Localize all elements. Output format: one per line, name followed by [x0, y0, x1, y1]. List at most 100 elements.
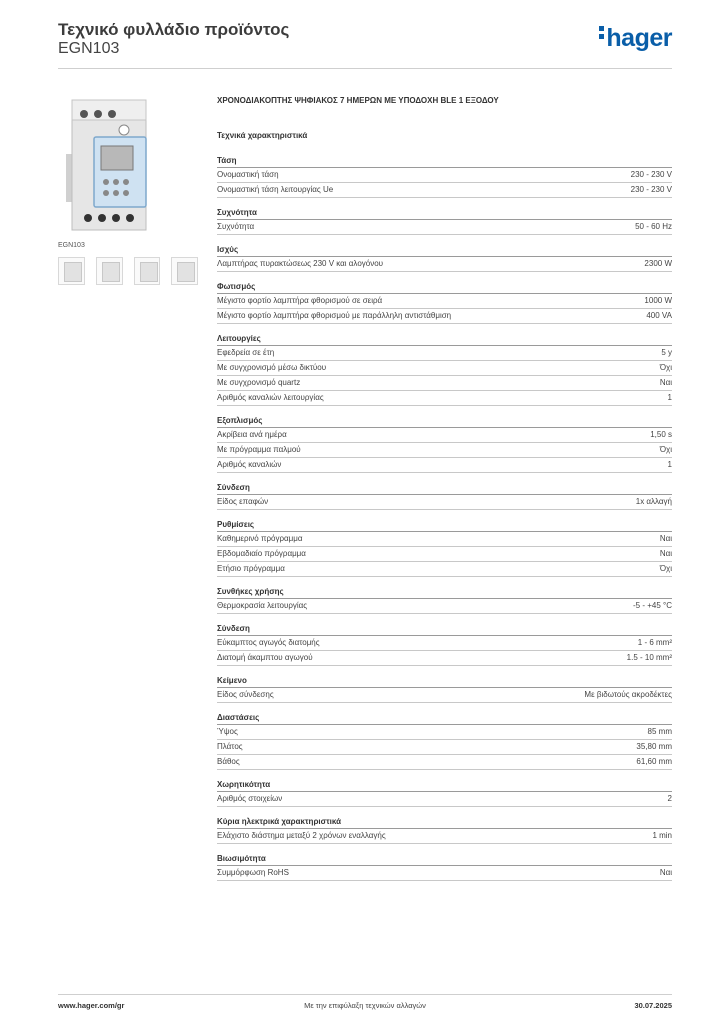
spec-label: Ακρίβεια ανά ημέρα	[217, 430, 287, 439]
spec-value: 35,80 mm	[636, 742, 672, 751]
spec-row: Συμμόρφωση RoHS Ναι	[217, 866, 672, 881]
logo-dots-icon	[599, 26, 605, 42]
footer-note: Με την επιφύλαξη τεχνικών αλλαγών	[304, 1001, 426, 1010]
spec-label: Πλάτος	[217, 742, 243, 751]
spec-label: Αριθμός καναλιών λειτουργίας	[217, 393, 324, 402]
thumbnail-side-alt[interactable]	[171, 257, 198, 285]
section-title: Ρυθμίσεις	[217, 518, 672, 532]
section-title: Βιωσιμότητα	[217, 852, 672, 866]
section-title: Κείμενο	[217, 674, 672, 688]
section-title: Σύνδεση	[217, 622, 672, 636]
spec-column: ΧΡΟΝΟΔΙΑΚΟΠΤΗΣ ΨΗΦΙΑΚΟΣ 7 ΗΜΕΡΩΝ ΜΕ ΥΠΟΔ…	[217, 96, 672, 889]
spec-value: Ναι	[659, 378, 672, 387]
thumbnail-side[interactable]	[133, 257, 161, 285]
section-title: Χωρητικότητα	[217, 778, 672, 792]
spec-label: Ονομαστική τάση λειτουργίας Ue	[217, 185, 334, 194]
section-title: Εξοπλισμός	[217, 414, 672, 428]
product-image-caption: EGN103	[58, 242, 85, 249]
section-title: Τάση	[217, 154, 672, 168]
spec-row: Ακρίβεια ανά ημέρα 1,50 s	[217, 428, 672, 443]
spec-value: 1x αλλαγή	[635, 497, 672, 506]
spec-row: Εβδομαδιαίο πρόγραμμα Ναι	[217, 547, 672, 562]
thumbnail-strip	[58, 257, 198, 285]
spec-row: Αριθμός καναλιών λειτουργίας 1	[217, 391, 672, 406]
product-image	[58, 92, 198, 234]
section-title: Ισχύς	[217, 243, 672, 257]
spec-value: -5 - +45 °C	[633, 601, 672, 610]
spec-row: Ονομαστική τάση 230 - 230 V	[217, 168, 672, 183]
spec-value: 1.5 - 10 mm²	[626, 653, 672, 662]
spec-label: Είδος επαφών	[217, 497, 269, 506]
spec-value: 230 - 230 V	[630, 185, 672, 194]
footer-date: 30.07.2025	[634, 1001, 672, 1010]
page-header: Τεχνικό φυλλάδιο προϊόντος EGN103 hager	[58, 20, 672, 69]
document-title: Τεχνικό φυλλάδιο προϊόντος	[58, 20, 290, 39]
spec-label: Εβδομαδιαίο πρόγραμμα	[217, 549, 306, 558]
hager-logo: hager	[599, 24, 672, 53]
spec-value: Όχι	[659, 363, 672, 372]
thumbnail-front-alt[interactable]	[95, 257, 123, 285]
spec-value: 1 min	[652, 831, 672, 840]
spec-label: Με πρόγραμμα παλμού	[217, 445, 301, 454]
specs-title: Τεχνικά χαρακτηριστικά	[217, 131, 308, 140]
spec-label: Με συγχρονισμό μέσω δικτύου	[217, 363, 327, 372]
spec-value: Όχι	[659, 445, 672, 454]
spec-label: Θερμοκρασία λειτουργίας	[217, 601, 308, 610]
spec-row: Μέγιστο φορτίο λαμπτήρα φθορισμού σε σει…	[217, 294, 672, 309]
spec-label: Ονομαστική τάση	[217, 170, 279, 179]
spec-value: 230 - 230 V	[630, 170, 672, 179]
spec-label: Καθημερινό πρόγραμμα	[217, 534, 303, 543]
spec-value: 85 mm	[647, 727, 672, 736]
spec-row: Ελάχιστο διάστημα μεταξύ 2 χρόνων εναλλα…	[217, 829, 672, 844]
section-title: Συχνότητα	[217, 206, 672, 220]
spec-label: Λαμπτήρας πυρακτώσεως 230 V και αλογόνου	[217, 259, 384, 268]
product-name: ΧΡΟΝΟΔΙΑΚΟΠΤΗΣ ΨΗΦΙΑΚΟΣ 7 ΗΜΕΡΩΝ ΜΕ ΥΠΟΔ…	[217, 96, 499, 105]
spec-label: Συμμόρφωση RoHS	[217, 868, 289, 877]
spec-label: Μέγιστο φορτίο λαμπτήρα φθορισμού σε σει…	[217, 296, 383, 305]
spec-label: Ετήσιο πρόγραμμα	[217, 564, 285, 573]
spec-value: Ναι	[659, 868, 672, 877]
spec-value: 1000 W	[644, 296, 672, 305]
spec-value: 1	[667, 460, 672, 469]
spec-value: 2	[667, 794, 672, 803]
spec-value: 1	[667, 393, 672, 402]
spec-value: 400 VA	[646, 311, 672, 320]
section-title: Φωτισμός	[217, 280, 672, 294]
spec-value: 1 - 6 mm²	[637, 638, 672, 647]
spec-value: Ναι	[659, 549, 672, 558]
spec-value: 50 - 60 Hz	[635, 222, 672, 231]
logo-text: hager	[606, 24, 672, 52]
footer-website[interactable]: www.hager.com/gr	[58, 1001, 125, 1010]
spec-row: Είδος επαφών 1x αλλαγή	[217, 495, 672, 510]
spec-value: Ναι	[659, 534, 672, 543]
spec-label: Βάθος	[217, 757, 240, 766]
thumbnail-front[interactable]	[58, 257, 85, 285]
spec-value: 5 y	[661, 348, 672, 357]
spec-label: Συχνότητα	[217, 222, 255, 231]
spec-row: Θερμοκρασία λειτουργίας -5 - +45 °C	[217, 599, 672, 614]
spec-value: 1,50 s	[650, 430, 672, 439]
spec-row: Ονομαστική τάση λειτουργίας Ue 230 - 230 …	[217, 183, 672, 198]
product-code: EGN103	[58, 40, 120, 57]
